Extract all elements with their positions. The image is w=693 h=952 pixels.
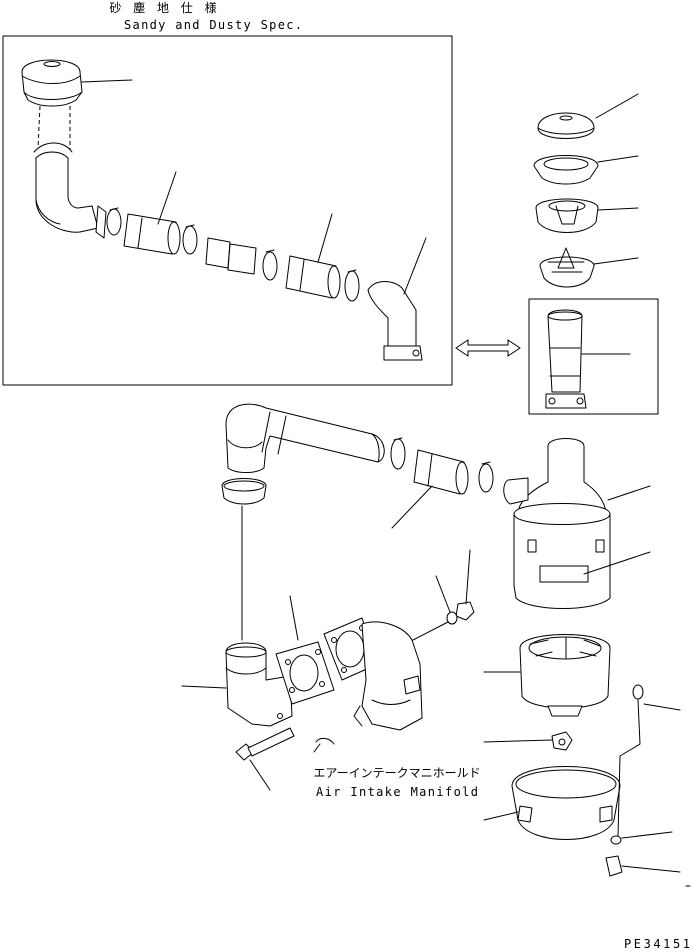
leader-line <box>598 156 638 162</box>
elbow-clamp <box>384 346 422 360</box>
leader-line <box>484 812 518 820</box>
filter-element <box>520 635 610 717</box>
leader-line <box>598 208 638 210</box>
elbow-pipe <box>36 152 98 232</box>
main-clamp-2 <box>479 464 493 492</box>
leader-line <box>436 576 450 612</box>
hose-clamp-train <box>96 206 422 360</box>
adapter-1 <box>206 238 230 268</box>
vertical-elbow <box>222 479 292 727</box>
leader-line <box>608 486 650 500</box>
clamp-3 <box>263 252 277 280</box>
clamp-4 <box>345 271 359 301</box>
leader-line <box>250 760 270 790</box>
leader-line <box>484 740 552 742</box>
main-clamp-1-tab <box>394 438 402 440</box>
wing-nut <box>552 732 572 750</box>
leader-line <box>404 238 426 294</box>
hose-2 <box>286 256 336 298</box>
upper-intake-pipe <box>226 404 384 472</box>
leader-line <box>392 486 432 528</box>
dust-bowl <box>512 767 620 840</box>
leader-line <box>596 94 638 118</box>
leader-line <box>290 596 298 640</box>
leader-line <box>594 258 638 264</box>
drawing-code: PE34151 <box>624 937 690 951</box>
main-clamp-2-tab <box>482 462 490 464</box>
leader-line <box>466 550 470 604</box>
clamp-1 <box>107 209 121 235</box>
clamp-2 <box>183 226 197 254</box>
air-cleaner-body <box>504 439 610 609</box>
leader-line <box>158 172 176 224</box>
inlet-tube <box>546 310 586 408</box>
stack-bowl <box>536 199 598 233</box>
precleaner-stack <box>534 113 598 287</box>
leader-line <box>182 686 226 688</box>
precleaner-cap <box>22 60 82 106</box>
stack-cap <box>538 113 594 139</box>
mounting-bolt <box>236 728 294 760</box>
leader-line <box>644 704 680 710</box>
adapter-2 <box>228 244 256 274</box>
main-hose <box>414 450 468 494</box>
intake-manifold <box>324 618 422 730</box>
right-inset-frame <box>529 299 658 414</box>
nut-and-washer <box>447 602 474 624</box>
inset-label-english: Sandy and Dusty Spec. <box>124 18 302 32</box>
main-clamp-1 <box>391 439 405 469</box>
elbow-hose <box>368 282 416 349</box>
pipe-break <box>34 143 72 152</box>
inset-frame <box>3 36 452 385</box>
hidden-pipe <box>38 106 70 150</box>
leader-line <box>584 552 650 574</box>
manifold-fragment <box>314 738 334 752</box>
elbow-shade <box>36 200 60 224</box>
leader-line <box>318 214 332 262</box>
manifold-label-english: Air Intake Manifold <box>316 785 478 799</box>
indicator-rod <box>606 685 643 876</box>
double-arrow-icon <box>456 340 520 356</box>
manifold-label-japanese: エアーインテークマニホールド <box>313 766 480 780</box>
gasket <box>276 642 334 704</box>
leader-line <box>622 866 680 872</box>
leader-line <box>622 832 672 838</box>
leader-line <box>82 80 132 82</box>
inset-label-japanese: 砂 塵 地 仕 様 <box>109 0 220 15</box>
